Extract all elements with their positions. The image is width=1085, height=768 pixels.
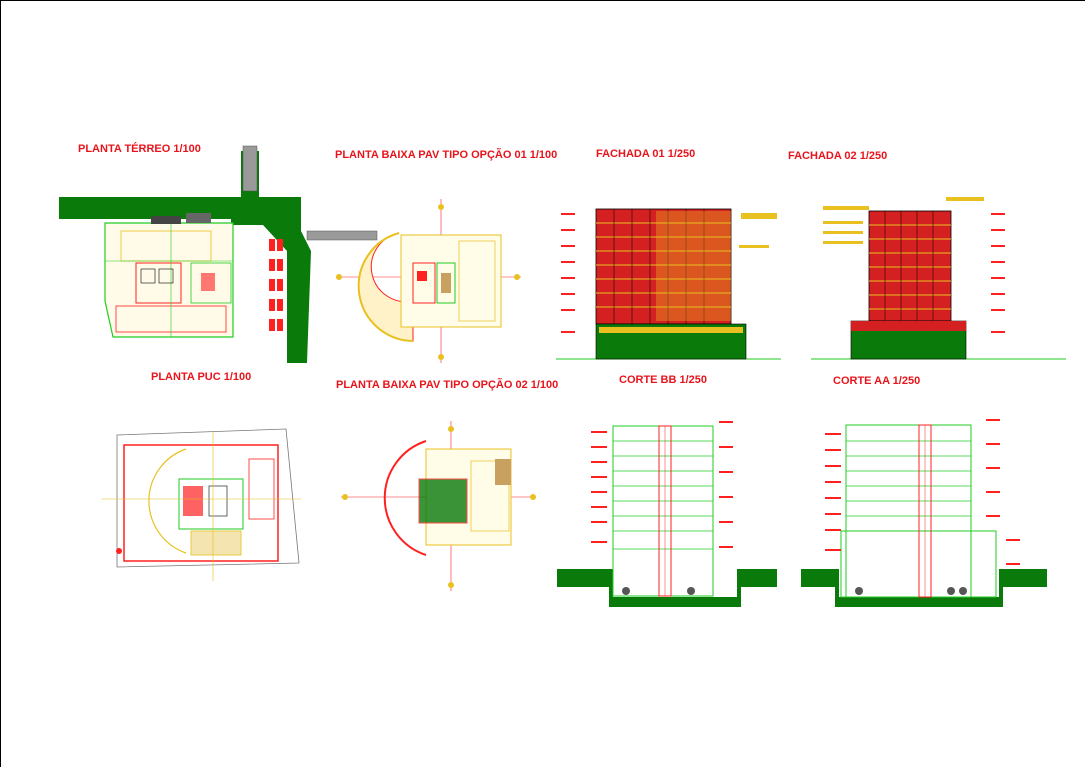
title-corte-bb: CORTE BB 1/250 — [619, 374, 708, 386]
title-planta-tipo-01: PLANTA BAIXA PAV TIPO OPÇÃO 01 1/100 — [335, 149, 558, 161]
fachada-02-drawing — [811, 197, 1066, 360]
fachada-01-drawing — [556, 208, 781, 360]
title-corte-aa: CORTE AA 1/250 — [833, 375, 921, 387]
planta-tipo-02-drawing — [341, 421, 536, 591]
title-planta-tipo-02: PLANTA BAIXA PAV TIPO OPÇÃO 02 1/100 — [336, 379, 559, 391]
planta-terreo-drawing — [59, 145, 378, 363]
planta-puc-drawing — [101, 428, 301, 581]
title-fachada-01: FACHADA 01 1/250 — [596, 148, 696, 160]
corte-bb-drawing — [557, 421, 777, 607]
planta-tipo-01-drawing — [336, 199, 521, 363]
title-planta-terreo: PLANTA TÉRREO 1/100 — [78, 143, 201, 155]
corte-aa-drawing — [801, 419, 1047, 607]
title-fachada-02: FACHADA 02 1/250 — [788, 150, 888, 162]
title-planta-puc: PLANTA PUC 1/100 — [151, 371, 252, 383]
